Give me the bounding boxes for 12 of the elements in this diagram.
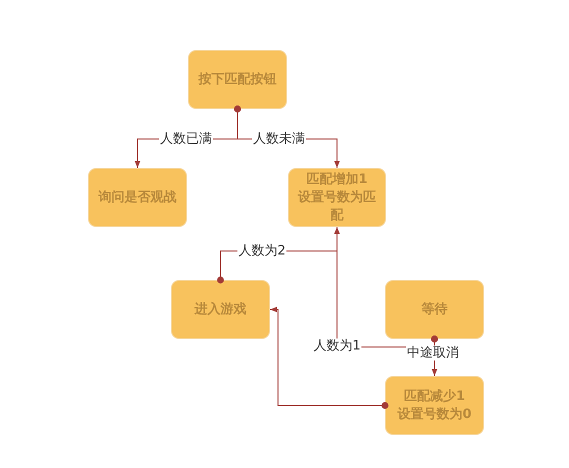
- process-box: 匹配增加1 设置号数为匹配: [288, 168, 386, 227]
- edge-label: 人数为2: [237, 244, 287, 258]
- process-box: 按下匹配按钮: [188, 50, 287, 109]
- process-box: 询问是否观战: [88, 168, 187, 227]
- process-box: 等待: [385, 280, 484, 339]
- edge-label: 人数已满: [159, 132, 213, 146]
- edge-label: 人数未满: [252, 132, 306, 146]
- process-box: 进入游戏: [171, 280, 270, 339]
- edge-label: 中途取消: [406, 346, 460, 360]
- process-box: 匹配减少1 设置号数为0: [385, 376, 484, 435]
- arrow: [270, 306, 388, 409]
- edge-label: 人数为1: [312, 338, 362, 354]
